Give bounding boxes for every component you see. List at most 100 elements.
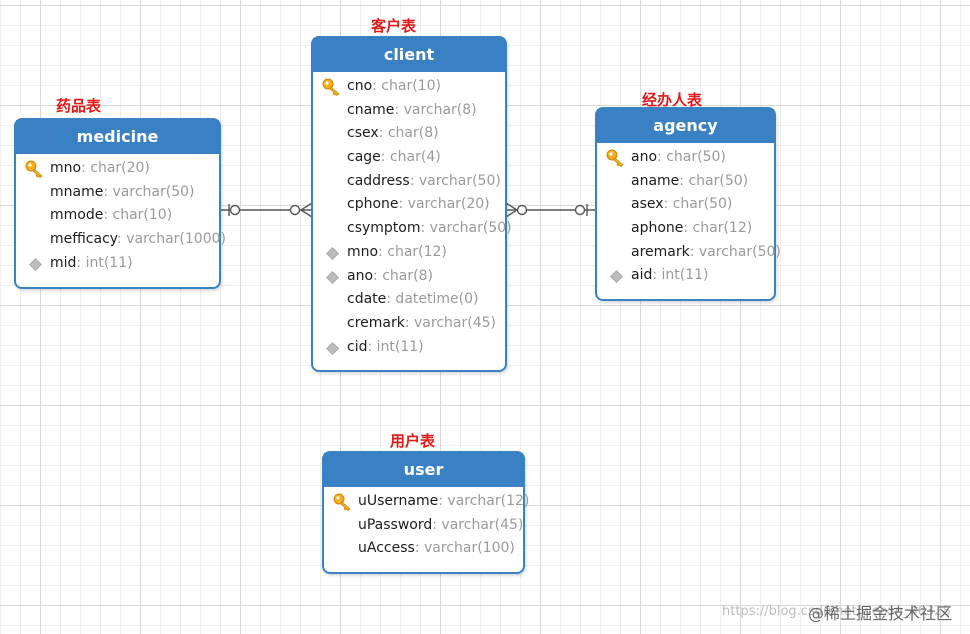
agency-field-aremark[interactable]: aremark: varchar(50) [597, 241, 781, 265]
field-type: : varchar(100) [414, 540, 515, 557]
foreign-key-icon [326, 270, 339, 284]
field-type: : varchar(50) [420, 220, 512, 237]
field-name: cid [347, 338, 368, 355]
client-crow-foot-right-lower [505, 209, 518, 218]
medicine-field-mno[interactable]: mno: char(20) [16, 157, 219, 181]
field-type: : char(4) [380, 149, 441, 166]
field-name: csex [347, 125, 379, 142]
medicine-field-mid[interactable]: mid: int(11) [16, 252, 219, 276]
primary-key-icon [333, 493, 351, 512]
client-field-cname[interactable]: cname: varchar(8) [313, 99, 505, 123]
field-name: uUsername [358, 493, 439, 509]
field-name: cno [347, 78, 373, 94]
client-field-cid[interactable]: cid: int(11) [313, 336, 505, 360]
agency-zero-circle [574, 204, 586, 216]
field-type: : char(8) [373, 267, 433, 284]
field-type: : char(50) [663, 196, 733, 213]
client-field-mno[interactable]: mno: char(12) [313, 241, 505, 265]
medicine-zero-circle [229, 204, 241, 216]
medicine-field-mname[interactable]: mname: varchar(50) [16, 181, 219, 205]
medicine-field-mefficacy[interactable]: mefficacy: varchar(1000) [16, 228, 226, 252]
client-field-csymptom[interactable]: csymptom: varchar(50) [313, 217, 512, 241]
agency-table-header: agency [597, 109, 774, 143]
medicine-table[interactable]: medicine mno: char(20)mname: varchar(50)… [14, 118, 226, 289]
field-name: csymptom [347, 220, 421, 237]
client-field-ano[interactable]: ano: char(8) [313, 265, 505, 289]
client-zero-circle-left [289, 204, 301, 216]
field-name: aname [631, 172, 680, 189]
field-type: : varchar(50) [409, 172, 501, 189]
field-type: : varchar(45) [404, 314, 496, 331]
agency-field-asex[interactable]: asex: char(50) [597, 193, 774, 217]
client-table-header: client [313, 38, 505, 72]
user-field-uPassword[interactable]: uPassword: varchar(45) [324, 514, 523, 538]
field-name: caddress [347, 172, 410, 189]
watermark-url: https://blog.csdn.net/weixin_46328 [722, 604, 951, 619]
field-name: cdate [347, 291, 387, 308]
client-crow-foot-left-upper [300, 202, 313, 211]
field-name: cphone [347, 196, 399, 213]
caption-agency: 经办人表 [642, 91, 703, 109]
field-type: : int(11) [367, 338, 424, 355]
client-field-cage[interactable]: cage: char(4) [313, 146, 505, 170]
field-name: cname [347, 101, 395, 118]
field-name: mmode [50, 207, 104, 224]
field-type: : int(11) [652, 267, 709, 284]
field-type: : char(8) [378, 125, 439, 142]
field-name: aremark [631, 243, 690, 260]
user-field-uAccess[interactable]: uAccess: varchar(100) [324, 537, 523, 561]
primary-key-icon [25, 160, 43, 179]
field-name: ano [347, 267, 374, 284]
field-type: : int(11) [76, 254, 133, 271]
agency-field-ano[interactable]: ano: char(50) [597, 146, 774, 170]
field-type: : char(12) [378, 243, 447, 260]
field-type: : varchar(45) [432, 516, 524, 533]
field-name: mid [50, 254, 77, 271]
field-name: mno [347, 243, 379, 260]
field-type: : varchar(12) [438, 493, 530, 509]
field-name: ano [631, 149, 658, 165]
field-type: : char(10) [372, 78, 441, 94]
agency-field-aid[interactable]: aid: int(11) [597, 264, 774, 288]
client-field-list: cno: char(10)cname: varchar(8)csex: char… [313, 72, 512, 360]
agency-field-aphone[interactable]: aphone: char(12) [597, 217, 774, 241]
client-field-cphone[interactable]: cphone: varchar(20) [313, 193, 505, 217]
medicine-field-list: mno: char(20)mname: varchar(50)mmode: ch… [16, 154, 226, 276]
client-field-cno[interactable]: cno: char(10) [313, 75, 505, 99]
caption-client: 客户表 [371, 17, 417, 35]
client-table[interactable]: client cno: char(10)cname: varchar(8)cse… [311, 36, 512, 372]
user-table-header: user [324, 453, 523, 487]
user-table[interactable]: user uUsername: varchar(12)uPassword: va… [322, 451, 529, 574]
agency-field-aname[interactable]: aname: char(50) [597, 170, 774, 194]
foreign-key-icon [326, 341, 339, 355]
client-field-cremark[interactable]: cremark: varchar(45) [313, 312, 505, 336]
field-name: mefficacy [50, 231, 118, 248]
field-type: : char(50) [679, 172, 749, 189]
primary-key-icon [606, 149, 624, 168]
field-type: : char(50) [657, 149, 726, 165]
client-field-csex[interactable]: csex: char(8) [313, 122, 505, 146]
field-type: : varchar(20) [398, 196, 490, 213]
field-name: mname [50, 183, 104, 200]
client-field-cdate[interactable]: cdate: datetime(0) [313, 288, 505, 312]
field-name: uPassword [358, 516, 433, 533]
field-type: : char(10) [103, 207, 173, 224]
agency-field-list: ano: char(50)aname: char(50)asex: char(5… [597, 143, 781, 288]
field-type: : datetime(0) [386, 291, 479, 308]
medicine-table-header: medicine [16, 120, 219, 154]
client-zero-circle-right [516, 204, 528, 216]
field-type: : char(12) [683, 220, 753, 237]
client-field-caddress[interactable]: caddress: varchar(50) [313, 170, 505, 194]
field-name: cremark [347, 314, 405, 331]
user-field-list: uUsername: varchar(12)uPassword: varchar… [324, 487, 529, 561]
field-name: aid [631, 267, 653, 284]
medicine-field-mmode[interactable]: mmode: char(10) [16, 204, 219, 228]
client-crow-foot-right-upper [505, 202, 518, 211]
field-type: : varchar(8) [394, 101, 477, 118]
agency-table[interactable]: agency ano: char(50)aname: char(50)asex:… [595, 107, 781, 301]
user-field-uUsername[interactable]: uUsername: varchar(12) [324, 490, 529, 514]
field-name: aphone [631, 220, 684, 237]
field-type: : varchar(1000) [117, 231, 226, 248]
field-name: uAccess [358, 540, 415, 557]
field-name: mno [50, 160, 82, 176]
